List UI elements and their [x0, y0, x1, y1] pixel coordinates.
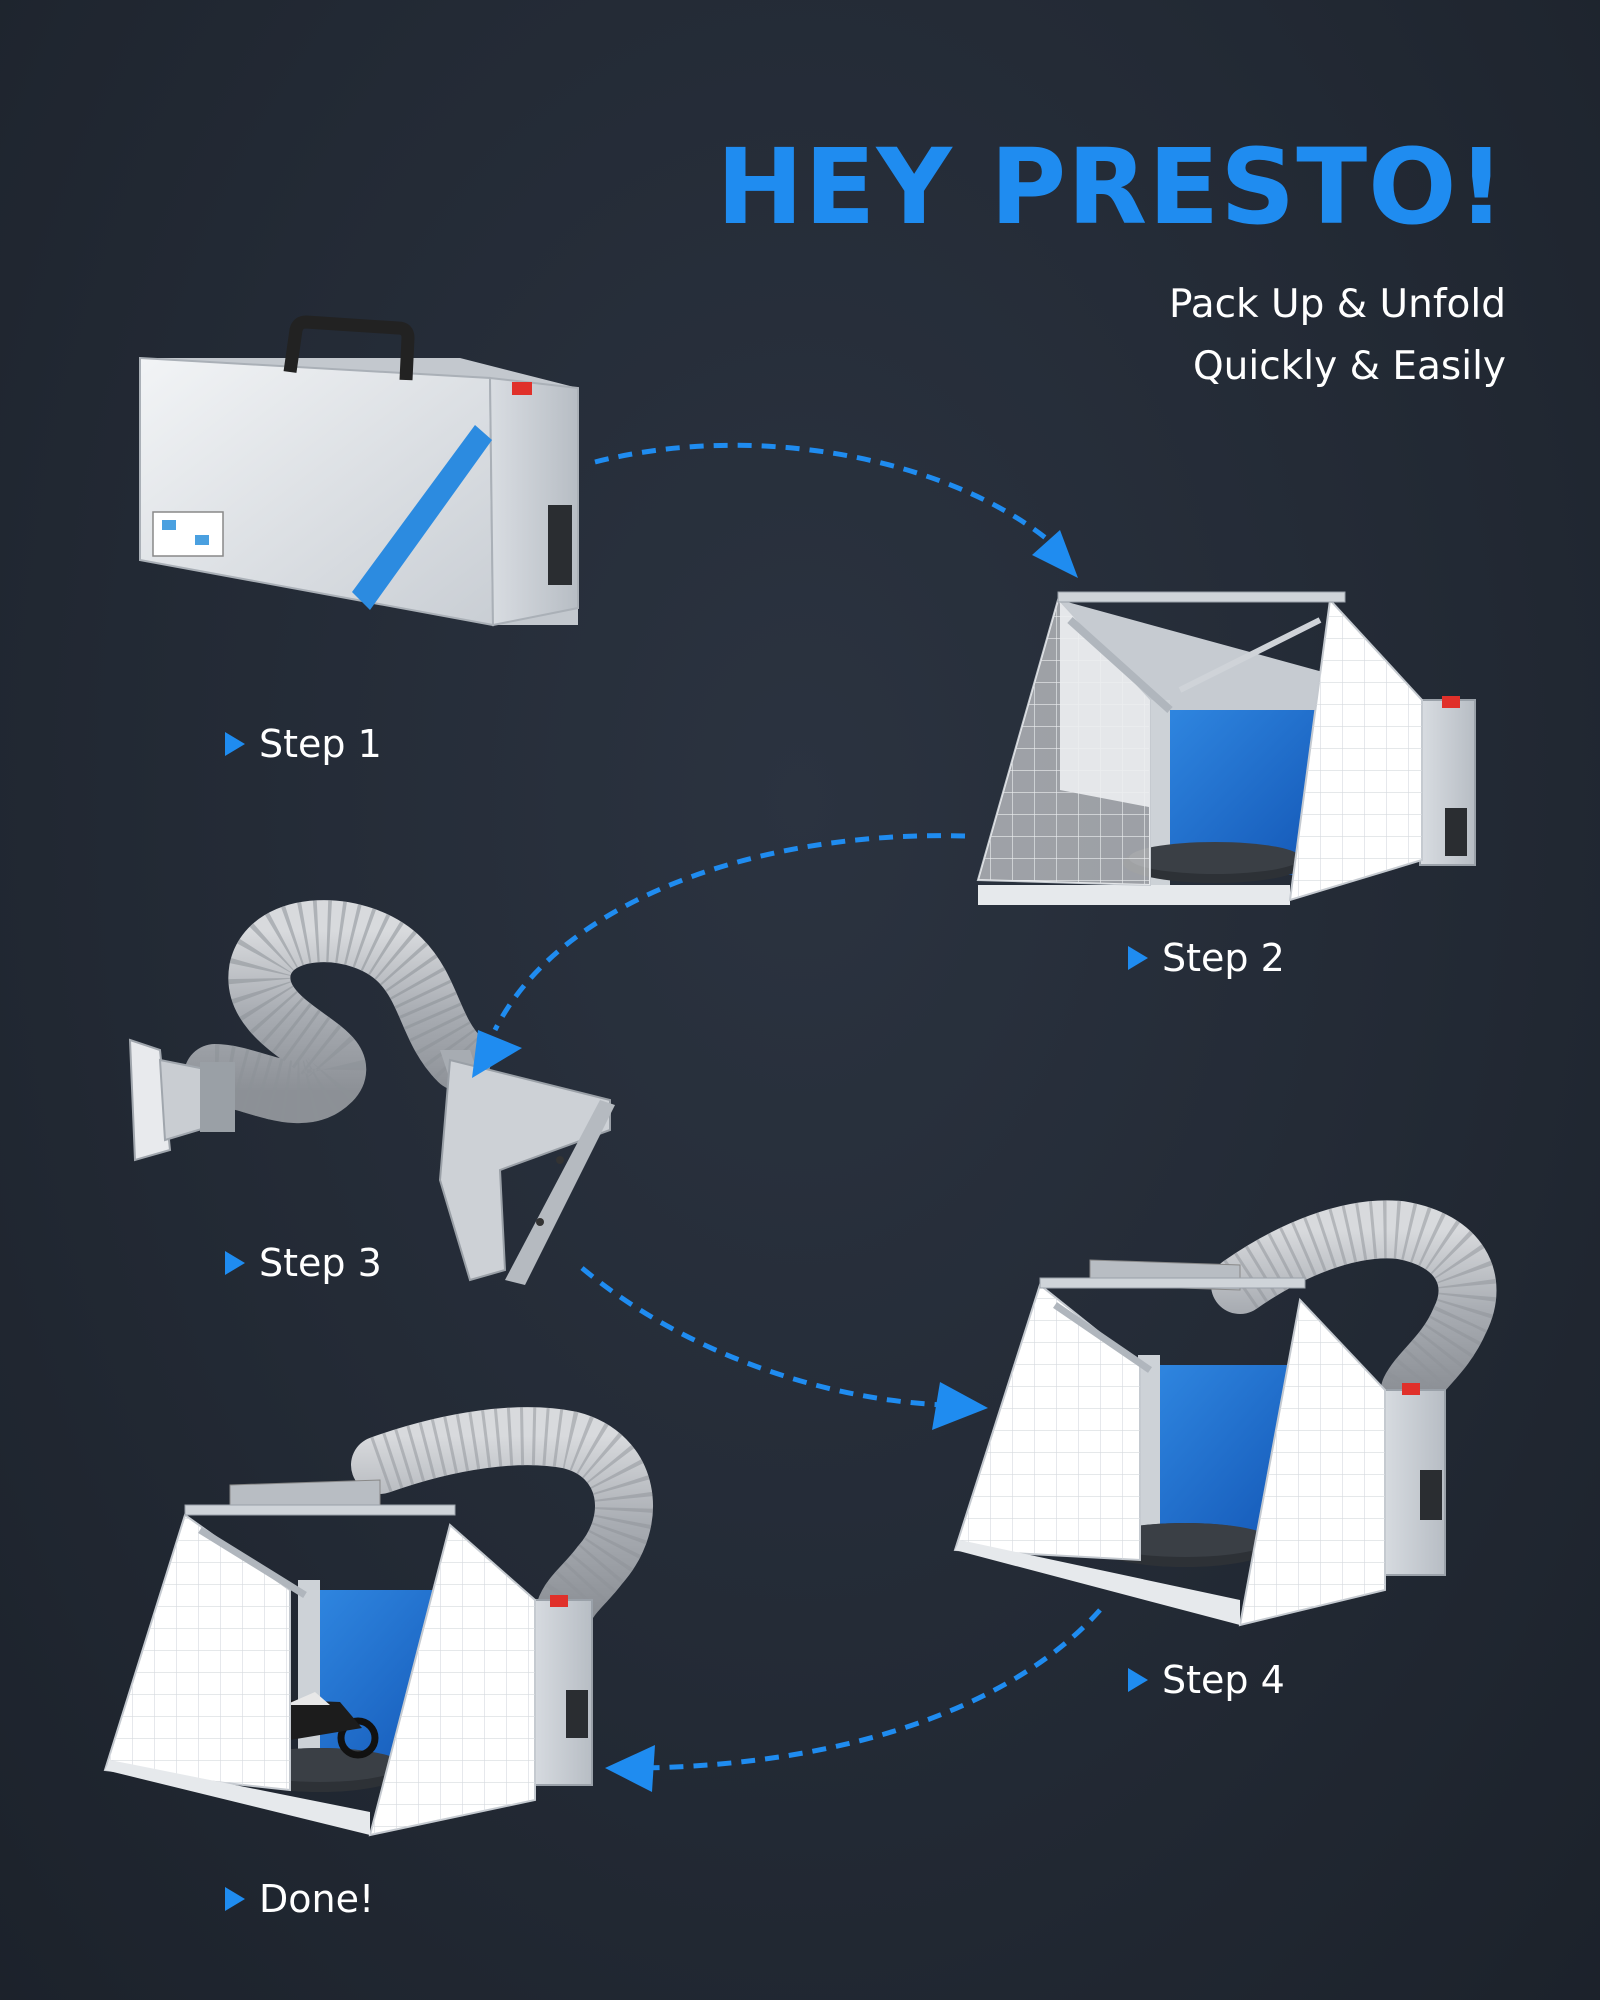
arrow-step1-to-step2	[594, 442, 1062, 552]
step-1-label: Step 1	[259, 722, 382, 766]
arrow-step2-to-step3	[492, 833, 966, 1032]
finished-booth-illustration	[103, 1407, 653, 1837]
step-3-label-group: Step 3	[225, 1241, 382, 1285]
play-triangle-icon	[225, 1887, 245, 1911]
step-4-label: Step 4	[1162, 1658, 1285, 1702]
page-title: HEY PRESTO!	[716, 126, 1506, 248]
open-booth-illustration	[976, 591, 1476, 905]
step-1-label-group: Step 1	[225, 722, 382, 766]
closed-case-illustration	[139, 315, 579, 627]
arrow-step4-to-done	[639, 1608, 1102, 1771]
done-label: Done!	[259, 1877, 375, 1921]
arrowhead-3	[932, 1382, 988, 1430]
play-triangle-icon	[225, 732, 245, 756]
arrowhead-2	[472, 1030, 522, 1078]
step-2-label: Step 2	[1162, 936, 1285, 980]
play-triangle-icon	[1128, 1668, 1148, 1692]
arrow-heads	[472, 530, 1078, 1792]
exhaust-hose-illustration	[128, 900, 615, 1285]
step-2-label-group: Step 2	[1128, 936, 1285, 980]
flow-arrows	[492, 442, 1102, 1771]
step-3-label: Step 3	[259, 1241, 382, 1285]
arrow-step3-to-step4	[580, 1266, 946, 1408]
done-label-group: Done!	[225, 1877, 374, 1921]
step-4-label-group: Step 4	[1128, 1658, 1285, 1702]
booth-with-hose-illustration	[953, 1200, 1497, 1627]
arrowhead-1	[1032, 530, 1078, 578]
play-triangle-icon	[1128, 946, 1148, 970]
subtitle-line-1: Pack Up & Unfold	[1168, 282, 1506, 327]
play-triangle-icon	[225, 1251, 245, 1275]
arrowhead-4	[605, 1745, 655, 1792]
subtitle-line-2: Quickly & Easily	[1192, 344, 1506, 389]
